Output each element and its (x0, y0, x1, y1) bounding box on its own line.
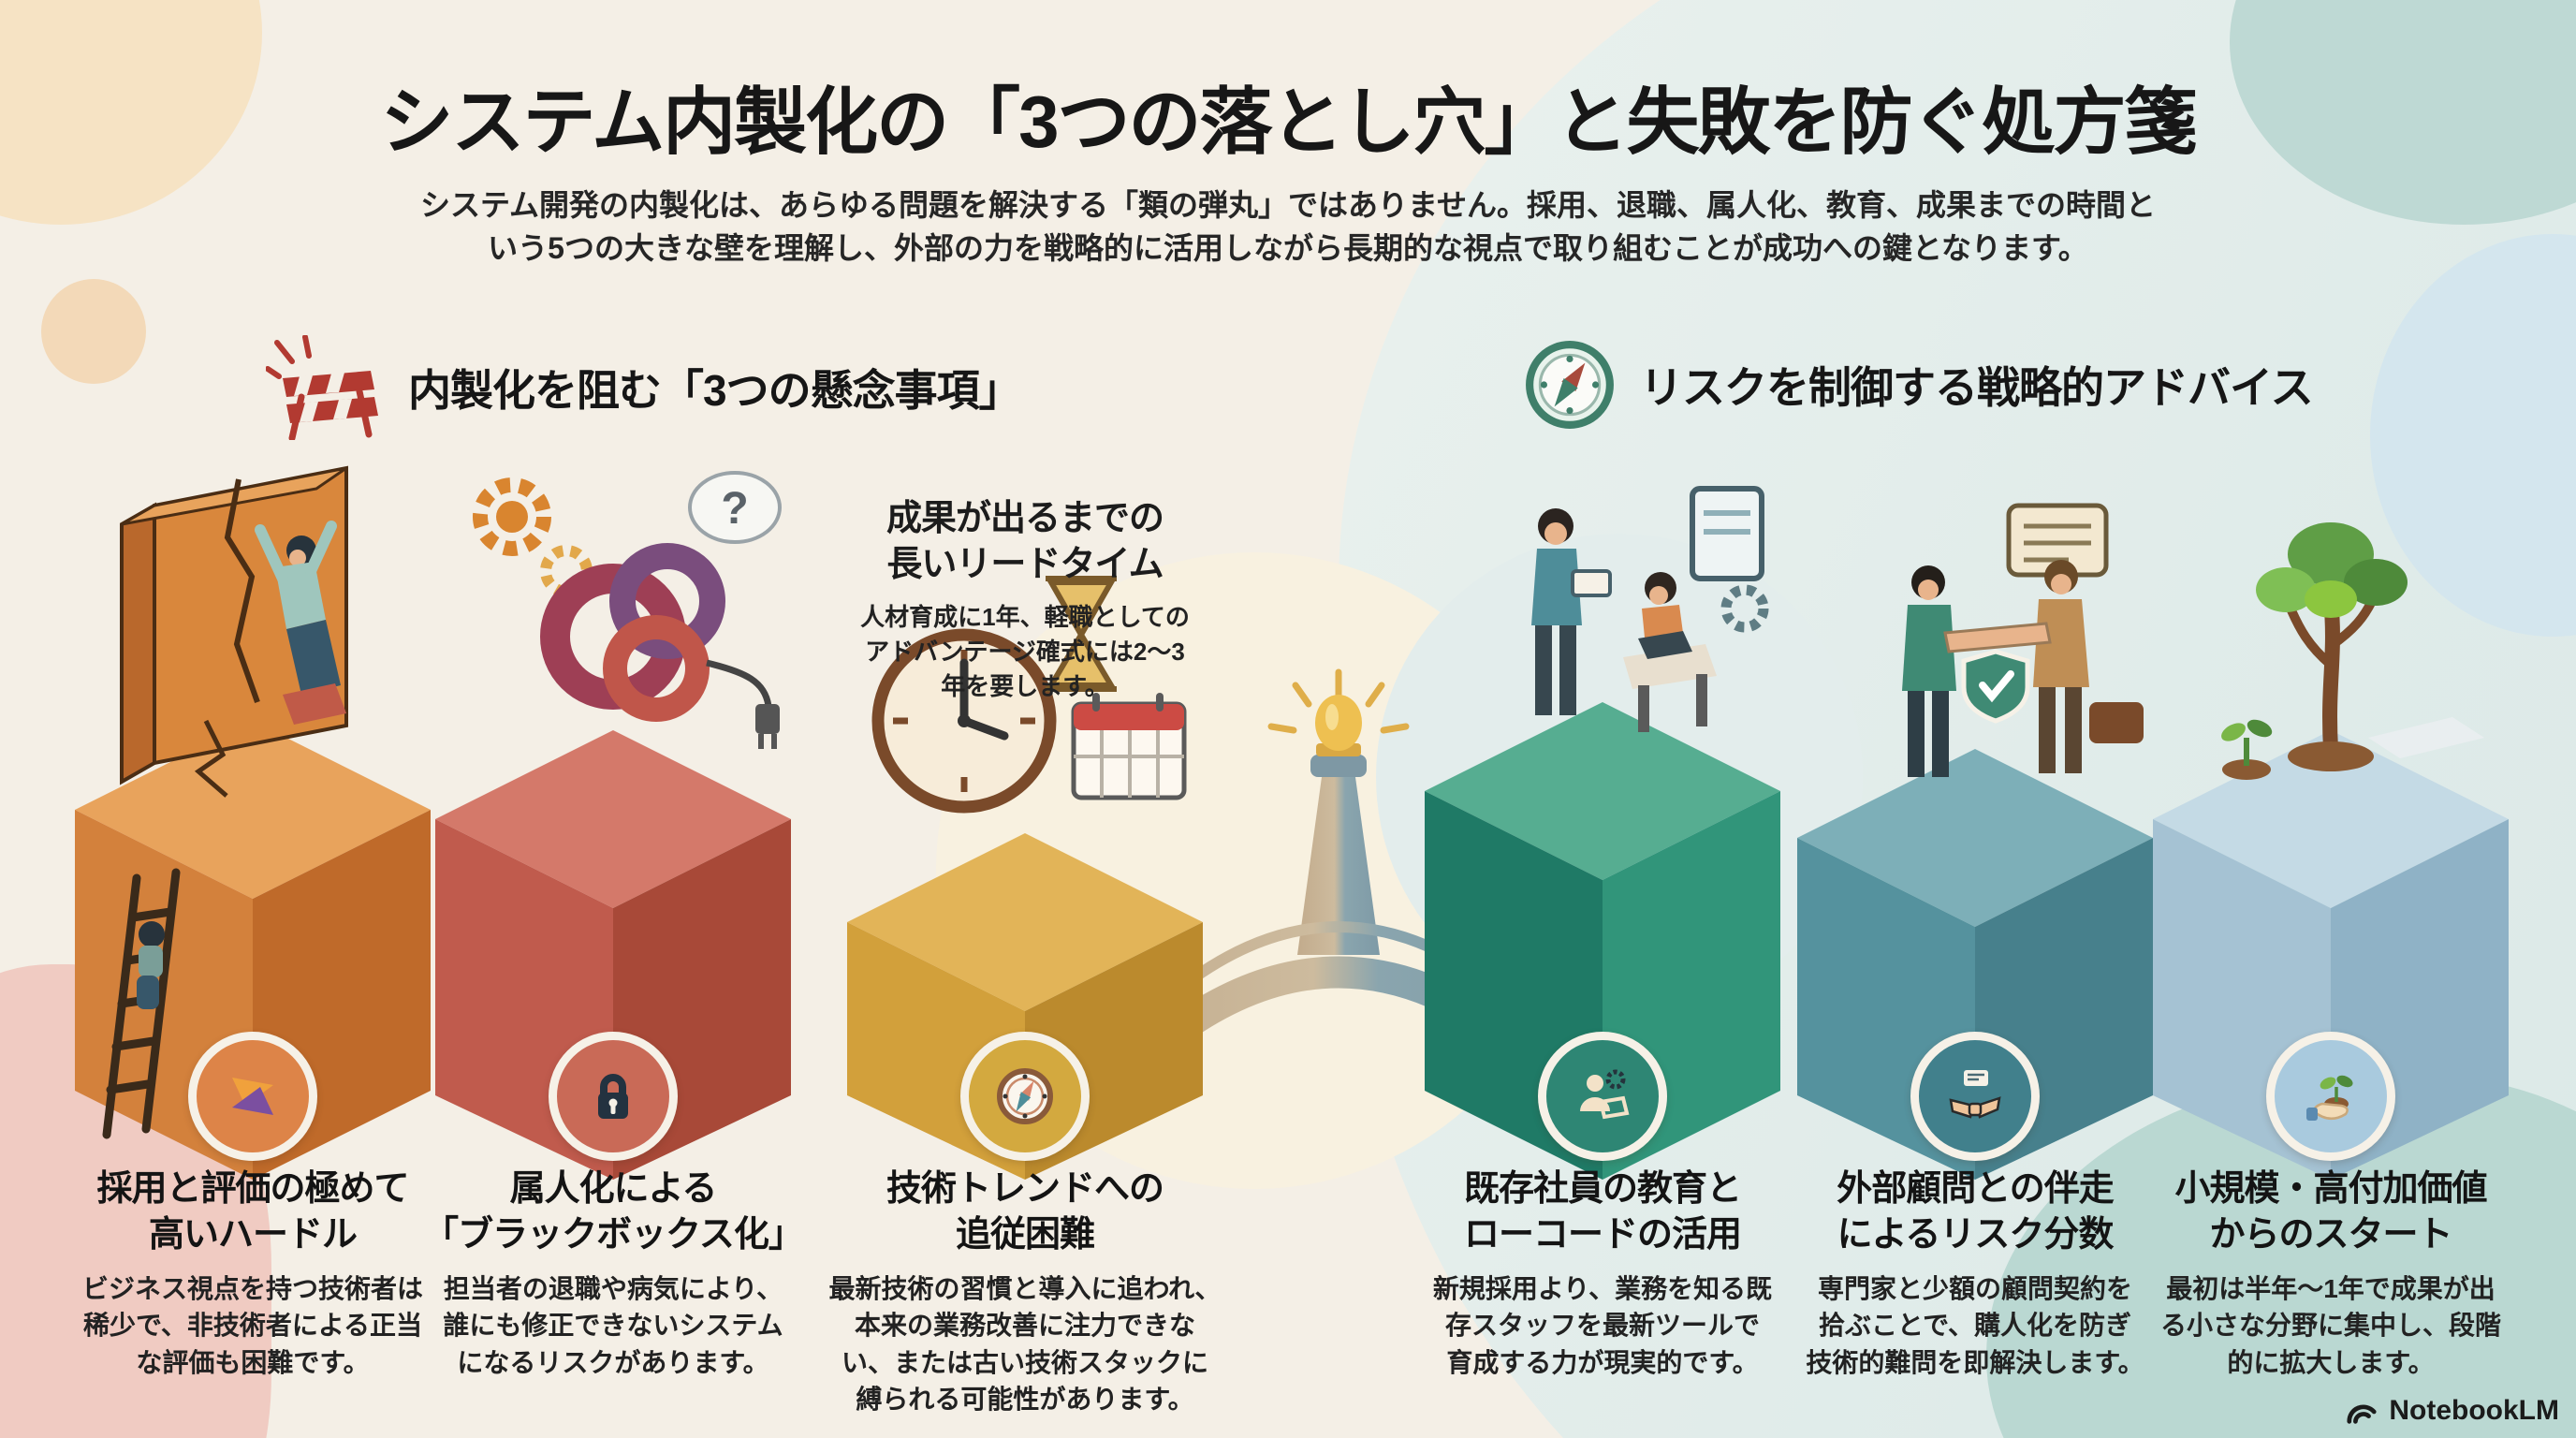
section-header-pitfalls: 内製化を阻む「3つの懸念事項」 (266, 335, 1022, 440)
column-3-body: 最新技術の習慣と導入に追われ、 本来の業務改善に注力できな い、または古い技術ス… (828, 1274, 1222, 1414)
column-5-text: 外部顧問との伴走 によるリスク分数 専門家と少額の顧問契約を 拾ぶことで、購人化… (1755, 1167, 2195, 1381)
badge-column-5 (1910, 1032, 2040, 1161)
briefcase-icon (2089, 702, 2144, 743)
badge-column-1 (188, 1032, 317, 1161)
column-3-heading: 技術トレンドへの 追従困難 (886, 1169, 1164, 1255)
barricade-icon (266, 335, 378, 440)
sprout-hand-icon (2306, 1075, 2353, 1121)
column-2-heading: 属人化による 「ブラックボックス化」 (423, 1169, 804, 1255)
climber-figure (255, 521, 346, 725)
badge-column-3 (960, 1032, 1090, 1161)
column-4-heading: 既存社員の教育と ローコードの活用 (1463, 1169, 1742, 1255)
pedestal-column-3 (838, 440, 1212, 1180)
plug-icon (706, 659, 780, 749)
column-3-text: 技術トレンドへの 追従困難 最新技術の習慣と導入に追われ、 本来の業務改善に注力… (805, 1167, 1245, 1417)
gear-icons (473, 477, 593, 597)
page-title: システム内製化の「3つの落とし穴」と失敗を防ぐ処方箋 (380, 81, 2197, 163)
question-bubble: ? (688, 471, 782, 544)
section-title-advice: リスクを制御する戦略的アドバイス (1640, 363, 2314, 412)
team-training-illustration (1425, 486, 1780, 1180)
calendar-icon (1071, 693, 1187, 800)
notebooklm-logo-icon (2347, 1404, 2377, 1424)
right-person-figure (2033, 560, 2089, 773)
leadtime-callout: 成果が出るまでの 長いリードタイム 人材育成に1年、軽職としての アドバンテージ… (819, 496, 1231, 704)
brand-name: NotebookLM (2389, 1395, 2559, 1426)
compass-icon (1526, 341, 1614, 429)
column-4-body: 新規採用より、業務を知る既 存スタッフを最新ツールで 育成する力が現実的です。 (1432, 1274, 1773, 1377)
column-4-text: 既存社員の教育と ローコードの活用 新規採用より、業務を知る既 存スタッフを最新… (1383, 1167, 1822, 1381)
compass-badge-icon (997, 1068, 1053, 1124)
column-5-body: 専門家と少額の顧問契約を 拾ぶことで、購人化を防ぎ 技術的難問を即解決します。 (1806, 1274, 2144, 1377)
brand-footer: NotebookLM (2344, 1395, 2559, 1427)
knot-shape (540, 543, 725, 722)
trainee-icon (1580, 1069, 1630, 1120)
leadtime-heading: 成果が出るまでの 長いリードタイム (886, 499, 1164, 585)
standing-person-figure (1531, 508, 1612, 715)
left-dot-blob (41, 279, 146, 384)
ladder-climber-figure (137, 921, 165, 1009)
badge-column-6 (2266, 1032, 2395, 1161)
seated-person-figure (1623, 572, 1717, 732)
section-title-pitfalls: 内製化を阻む「3つの懸念事項」 (408, 366, 1022, 415)
planter-ledge (2368, 717, 2484, 758)
lighthouse-cap (1310, 755, 1367, 777)
pinwheel-icon (232, 1078, 273, 1115)
section-header-advice: リスクを制御する戦略的アドバイス (1524, 339, 2314, 431)
column-1-text: 採用と評価の極めて 高いハードル ビジネス視点を持つ技術者は 稀少で、非技術者に… (33, 1167, 473, 1381)
tablet-screen-icon (1690, 486, 1764, 581)
column-6-body: 最初は半年〜1年で成果が出 る小さな分野に集中し、段階 的に拡大します。 (2159, 1274, 2501, 1377)
subtitle-line1: システム開発の内製化は、あらゆる問題を解決する「類の弾丸」ではありません。採用、… (419, 188, 2157, 222)
clock-icon (871, 628, 1057, 814)
column-6-heading: 小規模・高付加価値 からのスタート (2174, 1169, 2487, 1255)
padlock-icon (598, 1074, 628, 1119)
subtitle-line2: いう5つの大きな壁を理解し、外部の力を戦略的に活用しながら長期的な視点で取り組む… (488, 231, 2088, 266)
leadtime-body: 人材育成に1年、軽職としての アドバンテージ確式には2〜3 年を要します。 (860, 602, 1190, 700)
gear-icon (1720, 584, 1769, 633)
beacon-rays (1267, 668, 1410, 734)
column-5-heading: 外部顧問との伴走 によるリスク分数 (1837, 1169, 2115, 1255)
badge-column-4 (1538, 1032, 1667, 1161)
column-1-heading: 採用と評価の極めて 高いハードル (96, 1169, 409, 1255)
handshake-icon (1949, 1070, 2001, 1119)
tree-shape (2256, 522, 2408, 771)
shield-check-icon (1961, 649, 2030, 724)
page-subtitle: システム開発の内製化は、あらゆる問題を解決する「類の弾丸」ではありません。採用、… (0, 183, 2576, 271)
clock-hourglass-illustration (847, 576, 1203, 1180)
column-6-text: 小規模・高付加価値 からのスタート 最初は半年〜1年で成果が出 る小さな分野に集… (2111, 1167, 2551, 1381)
hourglass-icon (1046, 576, 1117, 692)
column-2-text: 属人化による 「ブラックボックス化」 担当者の退職や病気により、 誰にも修正でき… (393, 1167, 833, 1381)
pedestal-column-4 (1415, 440, 1790, 1180)
svg-text:?: ? (721, 484, 748, 534)
badge-column-2 (549, 1032, 678, 1161)
beacon-lamp (1315, 695, 1362, 751)
left-person-figure (1902, 565, 1956, 777)
sprout-shape (2221, 719, 2273, 780)
column-2-body: 担当者の退職や病気により、 誰にも修正できないシステム になるリスクがあります。 (443, 1274, 783, 1377)
handshake-arms (1943, 622, 2052, 653)
column-1-body: ビジネス視点を持つ技術者は 稀少で、非技術者による正当 な評価も困難です。 (81, 1274, 423, 1377)
lighthouse-tower (1297, 777, 1380, 955)
